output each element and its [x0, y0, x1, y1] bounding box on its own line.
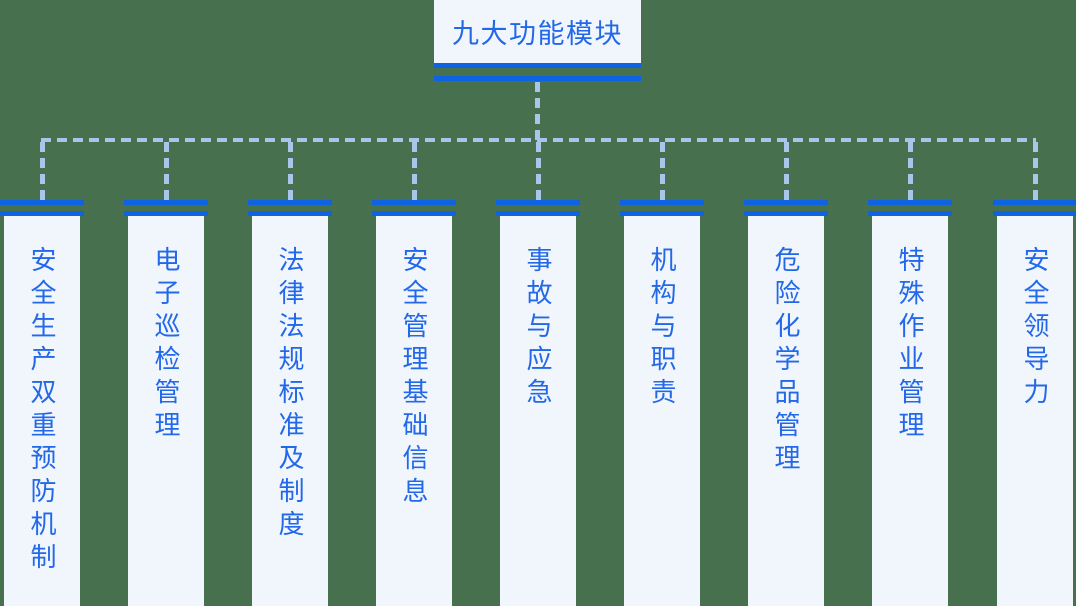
module-label: 机构与职责	[647, 246, 677, 411]
module-top-line	[372, 211, 456, 216]
module-label: 危险化学品管理	[771, 246, 801, 477]
module-panel: 安全领导力	[997, 216, 1073, 606]
module-top-line	[248, 211, 332, 216]
module-cap-line	[248, 200, 332, 205]
module-top-line	[868, 211, 952, 216]
module-label: 法律法规标准及制度	[275, 246, 305, 543]
module-top-line	[620, 211, 704, 216]
module-cap-line	[993, 200, 1076, 205]
module-cap-line	[0, 200, 84, 205]
module-connector-line	[783, 142, 789, 200]
module-column-3: 法律法规标准及制度	[248, 142, 332, 606]
module-connector-line	[659, 142, 665, 200]
module-cap-line	[124, 200, 208, 205]
module-panel: 危险化学品管理	[748, 216, 824, 606]
horizontal-connector-line	[41, 138, 1036, 142]
module-cap-line	[496, 200, 580, 205]
module-panel: 特殊作业管理	[872, 216, 948, 606]
module-label: 安全领导力	[1020, 246, 1050, 411]
module-connector-line	[1032, 142, 1038, 200]
module-label: 安全生产双重预防机制	[27, 246, 57, 576]
module-panel: 安全生产双重预防机制	[4, 216, 80, 606]
module-cap-line	[868, 200, 952, 205]
module-label: 安全管理基础信息	[399, 246, 429, 510]
module-panel: 机构与职责	[624, 216, 700, 606]
root-node-underline	[434, 76, 641, 81]
module-top-line	[124, 211, 208, 216]
module-top-line	[0, 211, 84, 216]
root-connector-line	[535, 82, 540, 140]
module-connector-line	[411, 142, 417, 200]
module-cap-line	[620, 200, 704, 205]
module-label: 事故与应急	[523, 246, 553, 411]
module-top-line	[993, 211, 1076, 216]
root-node-box: 九大功能模块	[434, 0, 641, 68]
module-cap-line	[372, 200, 456, 205]
module-panel: 法律法规标准及制度	[252, 216, 328, 606]
module-column-6: 机构与职责	[620, 142, 704, 606]
module-column-8: 特殊作业管理	[868, 142, 952, 606]
module-column-5: 事故与应急	[496, 142, 580, 606]
module-column-9: 安全领导力	[993, 142, 1076, 606]
module-connector-line	[535, 142, 541, 200]
module-connector-line	[163, 142, 169, 200]
module-panel: 电子巡检管理	[128, 216, 204, 606]
module-panel: 事故与应急	[500, 216, 576, 606]
module-label: 电子巡检管理	[151, 246, 181, 444]
module-label: 特殊作业管理	[895, 246, 925, 444]
module-connector-line	[39, 142, 45, 200]
root-node-label: 九大功能模块	[452, 19, 623, 49]
module-top-line	[744, 211, 828, 216]
module-connector-line	[907, 142, 913, 200]
module-column-7: 危险化学品管理	[744, 142, 828, 606]
root-node: 九大功能模块	[434, 0, 641, 81]
module-top-line	[496, 211, 580, 216]
module-cap-line	[744, 200, 828, 205]
module-column-4: 安全管理基础信息	[372, 142, 456, 606]
module-column-1: 安全生产双重预防机制	[0, 142, 84, 606]
module-column-2: 电子巡检管理	[124, 142, 208, 606]
module-connector-line	[287, 142, 293, 200]
module-panel: 安全管理基础信息	[376, 216, 452, 606]
